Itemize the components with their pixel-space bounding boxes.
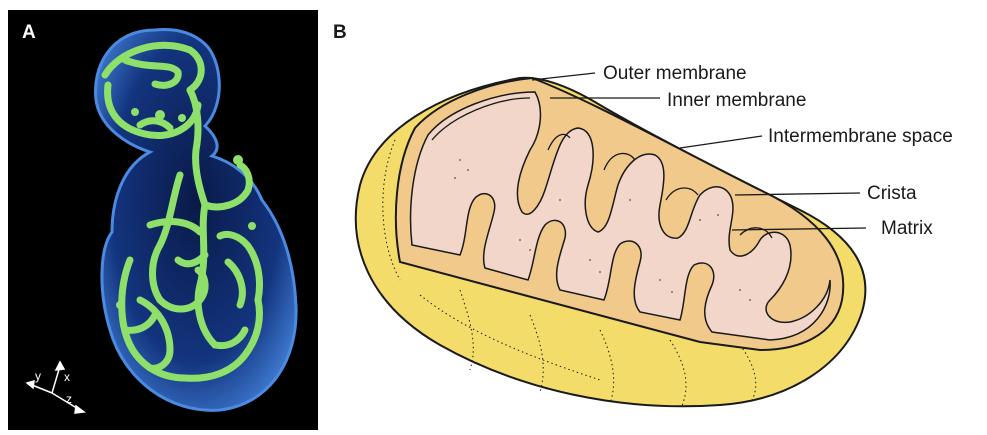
mitochondrion-diagram: B Outer membrane Inner [330, 0, 987, 430]
label-inner-membrane: Inner membrane [667, 90, 806, 111]
panel-a-yeast-cell: x y z A [0, 0, 330, 430]
leader-outer-membrane [532, 73, 595, 80]
label-intermembrane-space: Intermembrane space [768, 126, 953, 147]
leader-intermembrane-space [680, 136, 762, 148]
panel-a-letter: A [22, 22, 36, 43]
panel-b-letter: B [333, 22, 347, 43]
label-outer-membrane: Outer membrane [603, 63, 747, 84]
yeast-cell-figure: x y z A [0, 0, 330, 430]
label-matrix: Matrix [881, 218, 933, 239]
label-crista: Crista [867, 183, 917, 204]
axis-y-label: y [35, 369, 41, 383]
panel-b-mitochondrion: B Outer membrane Inner [330, 0, 987, 430]
axis-x-label: x [64, 370, 70, 384]
axis-z-label: z [66, 392, 72, 406]
